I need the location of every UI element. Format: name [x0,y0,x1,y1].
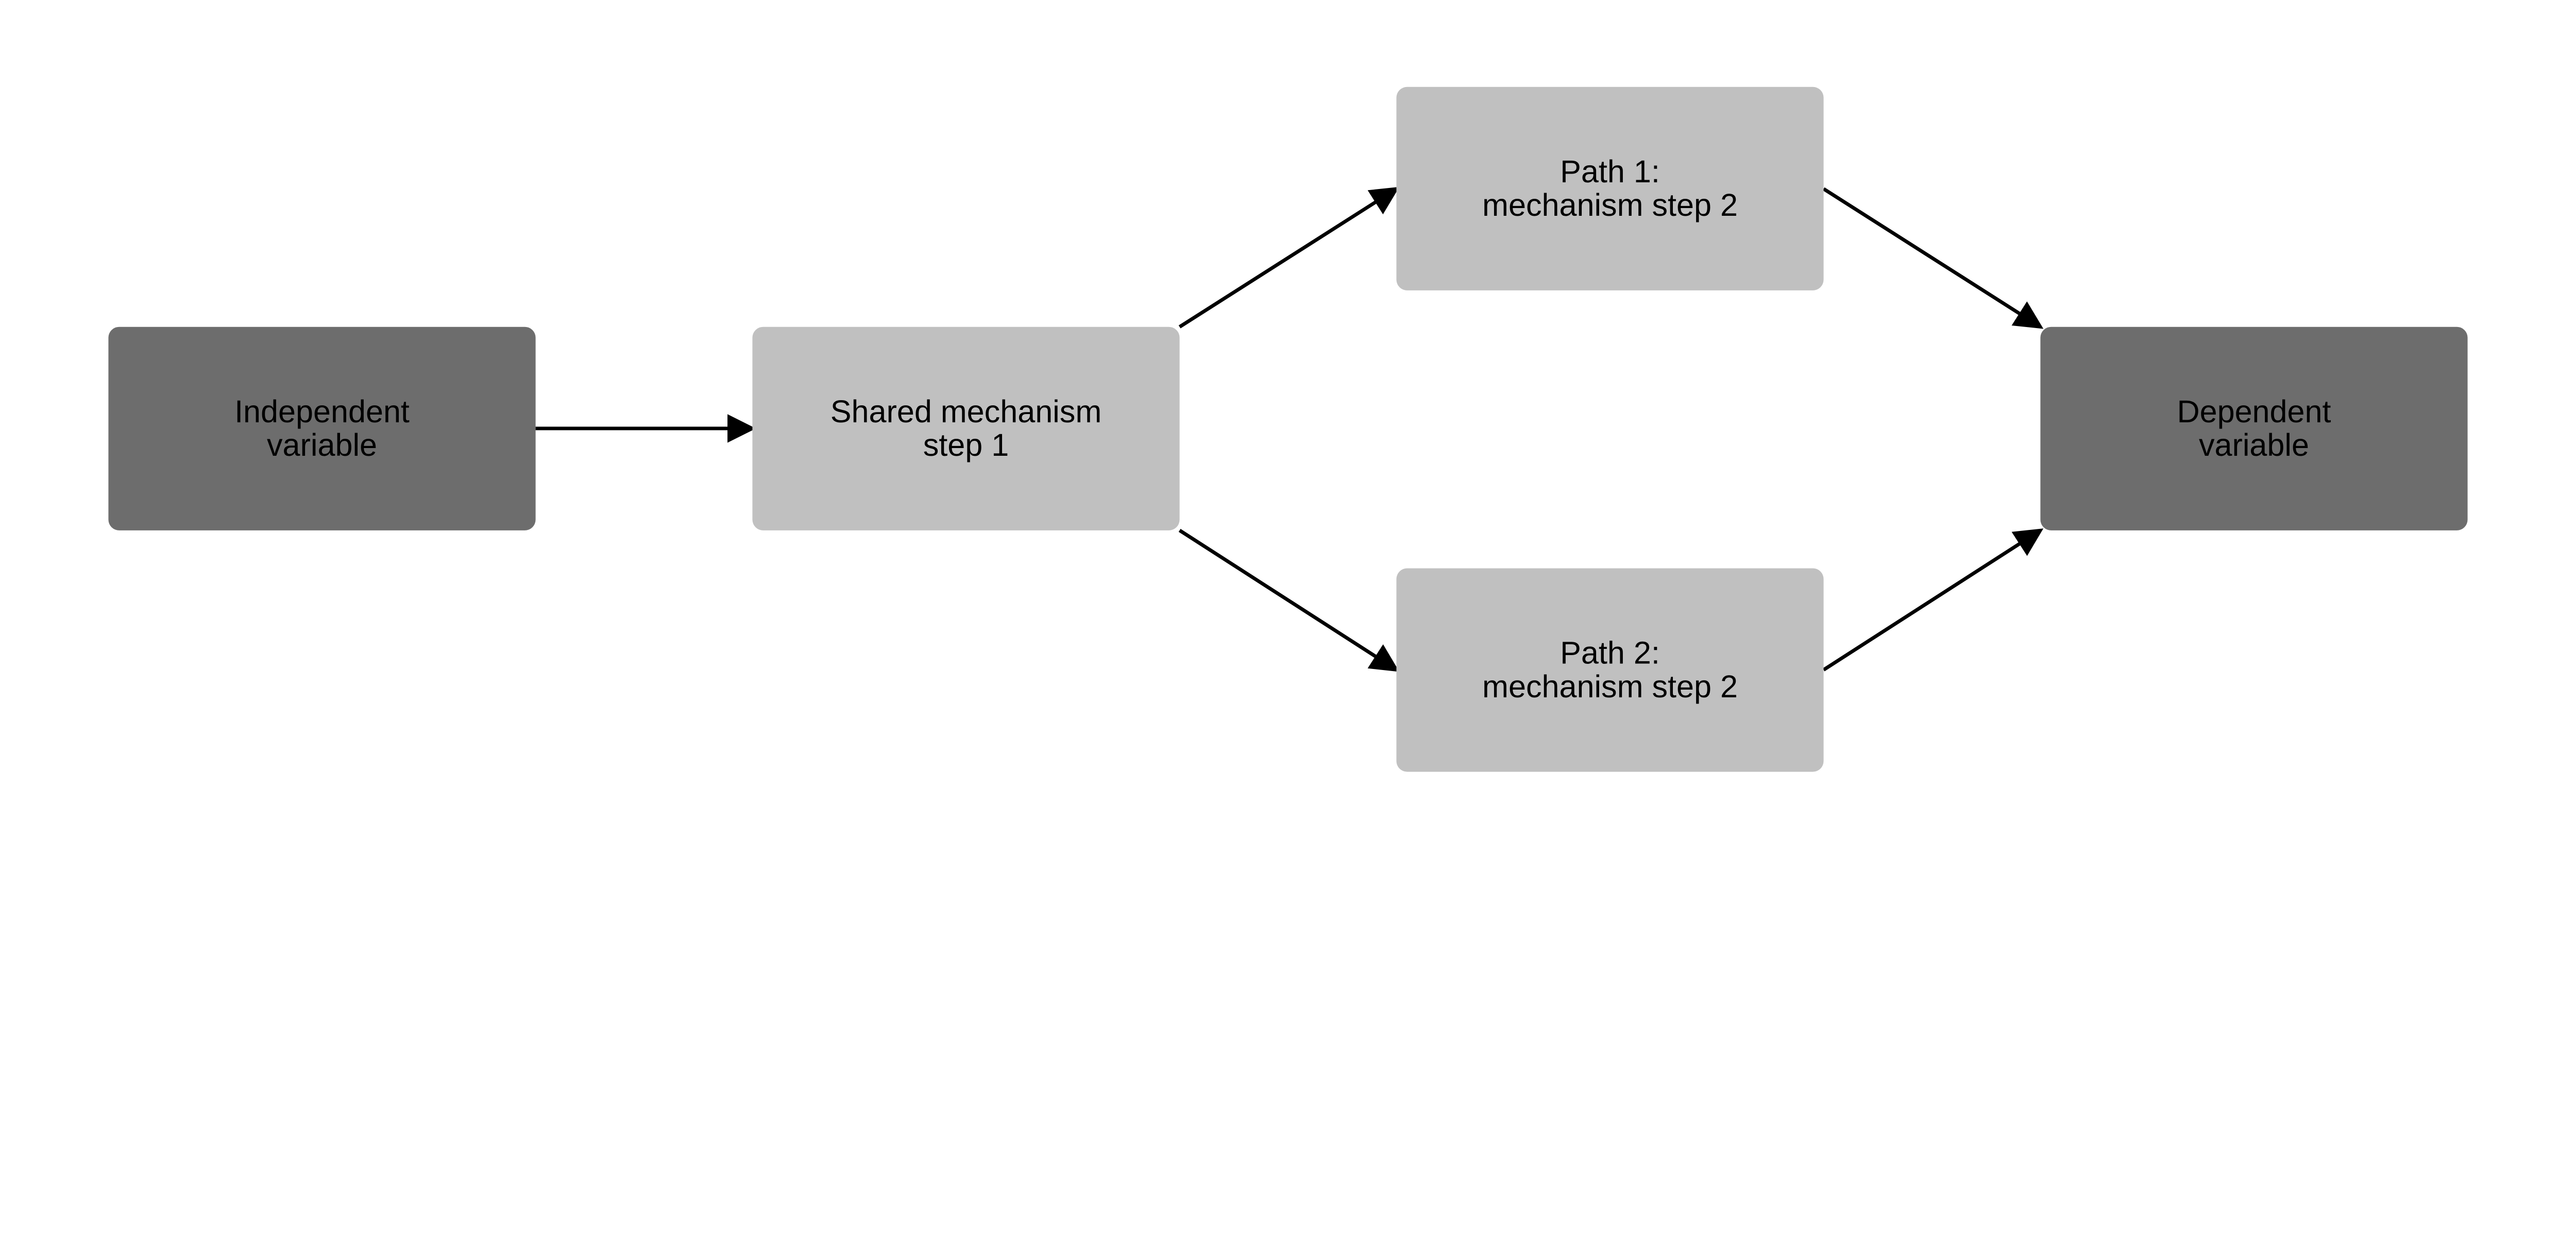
arrow-shared-to-path1 [1178,186,1400,329]
node-label-line: Path 1: [1560,154,1660,189]
arrow-shared-to-path2 [1178,528,1400,672]
node-label-line: Independent [234,394,410,429]
node-label-line: Path 2: [1560,636,1660,671]
node-label-line: variable [2199,427,2309,462]
node-path1: Path 1:mechanism step 2 [1396,87,1824,290]
node-label-line: Shared mechanism [831,394,1101,429]
node-box [1396,87,1824,290]
node-label-line: Dependent [2177,394,2331,429]
node-label-line: mechanism step 2 [1482,669,1738,704]
node-box [752,327,1180,530]
node-path2: Path 2:mechanism step 2 [1396,568,1824,772]
node-box [108,327,536,530]
arrows-group [535,186,2044,672]
node-label-line: step 1 [923,427,1009,462]
arrow-path1-to-dv [1822,187,2044,329]
node-box [2040,327,2468,530]
arrow-path2-to-dv [1822,528,2044,672]
node-box [1396,568,1824,772]
node-label-line: mechanism step 2 [1482,187,1738,222]
node-label-line: variable [267,427,377,462]
